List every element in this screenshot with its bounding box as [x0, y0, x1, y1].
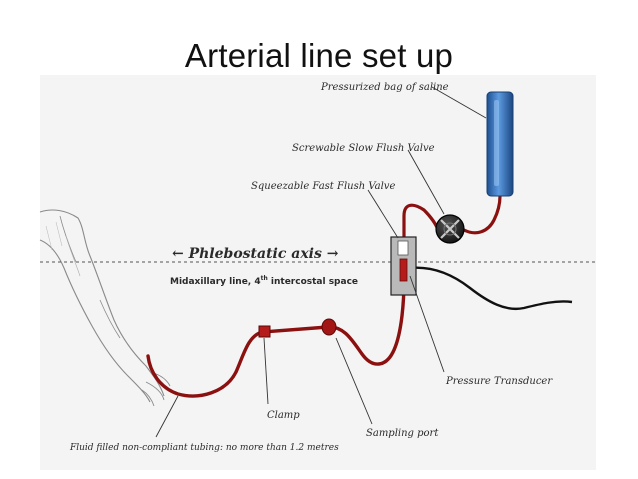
- label-clamp: Clamp: [267, 410, 300, 421]
- saline-bag: [486, 91, 514, 197]
- label-pressurized-bag: Pressurized bag of saline: [320, 82, 449, 93]
- tubing-to-bag: [462, 194, 502, 235]
- monitor-cable: [409, 266, 573, 311]
- sampling-port: [321, 318, 337, 336]
- arm-illustration: [39, 209, 171, 407]
- leader-lines: [155, 86, 487, 438]
- label-tubing: Fluid filled non-compliant tubing: no mo…: [69, 443, 339, 453]
- label-axis-note: Midaxillary line, 4th intercostal space: [170, 275, 358, 287]
- axis-note-superscript: th: [261, 275, 268, 282]
- tubing-upper: [402, 203, 440, 242]
- label-phlebostatic-axis: ← Phlebostatic axis →: [172, 246, 339, 262]
- label-sampling-port: Sampling port: [366, 428, 439, 439]
- label-fast-flush-valve: Squeezable Fast Flush Valve: [251, 181, 395, 192]
- pressure-transducer-housing: [390, 236, 417, 296]
- slow-flush-valve: [435, 214, 465, 244]
- axis-note-main: Midaxillary line, 4: [170, 277, 261, 287]
- axis-note-rest: intercostal space: [268, 277, 358, 287]
- label-slow-flush-valve: Screwable Slow Flush Valve: [292, 143, 435, 154]
- clamp: [258, 325, 271, 338]
- page-title: Arterial line set up: [184, 37, 454, 74]
- label-pressure-transducer: Pressure Transducer: [445, 376, 553, 387]
